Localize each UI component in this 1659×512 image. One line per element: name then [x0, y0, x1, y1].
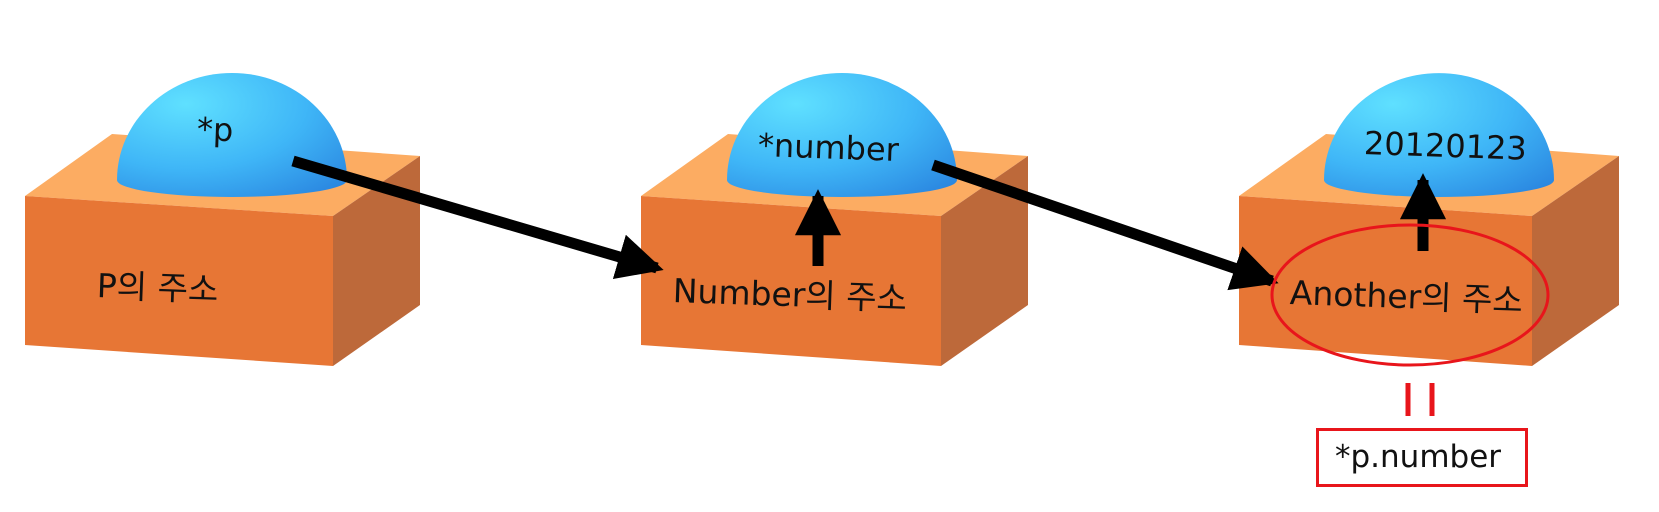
box-side-face: [1532, 156, 1619, 366]
pointer-arrow-number-to-another: [931, 159, 1279, 291]
box-label-p: P의 주소: [96, 266, 220, 310]
equals-sign: [1405, 383, 1435, 416]
box-side-face: [941, 156, 1028, 366]
annotation-box: *p.number: [1316, 428, 1528, 487]
dome-label-another: 20120123: [1363, 124, 1528, 168]
pointer-arrow-p-to-number: [291, 155, 664, 280]
box-front-face: [1239, 196, 1532, 366]
node-p: [25, 73, 420, 366]
box-front-face: [641, 196, 941, 366]
dome-label-p: *p: [196, 110, 234, 150]
node-number: [641, 73, 1028, 366]
annotation-label: *p.number: [1335, 439, 1502, 475]
node-another: [1239, 73, 1619, 366]
box-front-face: [25, 196, 333, 366]
box-label-another: Another의 주소: [1289, 273, 1524, 321]
dome-label-number: *number: [757, 126, 900, 169]
dome: [1324, 73, 1554, 197]
dome: [117, 73, 347, 197]
highlight-ellipse: [1270, 223, 1550, 367]
dome: [727, 73, 957, 197]
box-side-face: [333, 156, 420, 366]
box-label-number: Number의 주소: [672, 271, 908, 319]
